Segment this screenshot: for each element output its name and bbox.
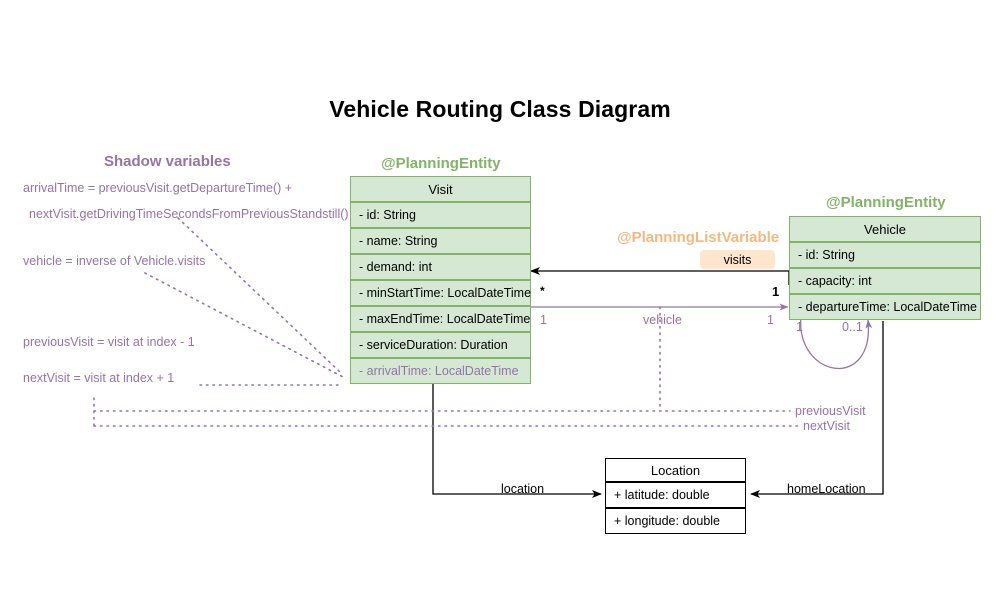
planning-list-variable-label: @PlanningListVariable	[617, 229, 780, 246]
class-name-location: Location	[605, 458, 746, 482]
shadow-variables-heading: Shadow variables	[104, 153, 231, 170]
shadow-variable-text-arrivaltime-1: arrivalTime = previousVisit.getDeparture…	[23, 181, 293, 195]
class-attribute: - demand: int	[350, 254, 531, 280]
edge-location	[432, 382, 602, 498]
visits-badge: visits	[700, 250, 775, 269]
class-attribute: - maxEndTime: LocalDateTime	[350, 306, 531, 332]
edge-visits	[530, 267, 790, 285]
shadow-variable-text-previousvisit: previousVisit = visit at index - 1	[23, 335, 195, 349]
class-attribute: - capacity: int	[789, 268, 981, 294]
shadow-variable-text-nextvisit: nextVisit = visit at index + 1	[23, 371, 175, 385]
class-attribute: - id: String	[350, 202, 531, 228]
multiplicity-vehicle-source: 1	[540, 313, 547, 327]
shadow-variable-text-vehicle: vehicle = inverse of Vehicle.visits	[23, 254, 206, 268]
class-attribute: + longitude: double	[605, 508, 746, 534]
class-attribute: - id: String	[789, 242, 981, 268]
class-attribute: - name: String	[350, 228, 531, 254]
class-box-visit[interactable]: Visit - id: String - name: String - dema…	[350, 176, 531, 384]
multiplicity-visits-source: 1	[772, 284, 780, 299]
multiplicity-selfloop-target: 0..1	[842, 320, 863, 334]
multiplicity-visits-target: *	[540, 284, 545, 298]
edge-label-location: location	[501, 482, 545, 496]
class-box-location[interactable]: Location + latitude: double + longitude:…	[605, 458, 746, 534]
class-name-visit: Visit	[350, 176, 531, 202]
edge-label-nextvisit: nextVisit	[803, 419, 851, 433]
multiplicity-vehicle-target: 1	[767, 313, 774, 327]
edge-label-homelocation: homeLocation	[787, 482, 866, 496]
edge-label-vehicle: vehicle	[643, 313, 682, 327]
class-name-vehicle: Vehicle	[789, 216, 981, 242]
edge-label-previousvisit: previousVisit	[795, 404, 866, 418]
class-box-vehicle[interactable]: Vehicle - id: String - capacity: int - d…	[789, 216, 981, 320]
class-attribute-shadow: - arrivalTime: LocalDateTime	[350, 358, 531, 384]
page-title: Vehicle Routing Class Diagram	[329, 96, 671, 122]
class-attribute: - serviceDuration: Duration	[350, 332, 531, 358]
vehicle-stereotype-label: @PlanningEntity	[826, 194, 946, 211]
class-attribute: + latitude: double	[605, 482, 746, 508]
multiplicity-selfloop-source: 1	[796, 320, 803, 334]
class-attribute: - minStartTime: LocalDateTime	[350, 280, 531, 306]
class-attribute: - departureTime: LocalDateTime	[789, 294, 981, 320]
shadow-variable-text-arrivaltime-2: nextVisit.getDrivingTimeSecondsFromPrevi…	[29, 207, 349, 221]
visit-stereotype-label: @PlanningEntity	[381, 155, 501, 172]
